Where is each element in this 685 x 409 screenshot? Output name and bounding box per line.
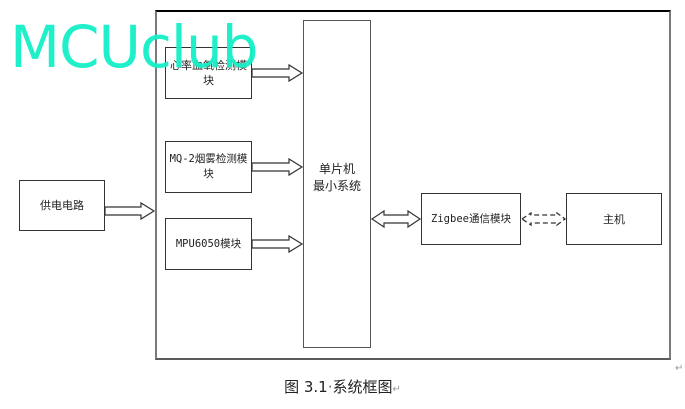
mpu6050-module: MPU6050模块 [165, 218, 252, 270]
heart-rate-spo2-module-label: 心率血氧检测模块 [170, 59, 247, 87]
power-supply-label: 供电电路 [40, 199, 84, 212]
mcu-label-line1: 单片机 [318, 162, 355, 176]
host-block: 主机 [566, 193, 662, 245]
caption-separator: · [327, 378, 333, 396]
arrow-power-to-frame [104, 201, 156, 221]
mq2-smoke-module-label: MQ-2烟雾检测模块 [169, 153, 248, 180]
figure-caption: 图 3.1·系统框图↵ [0, 376, 685, 397]
power-supply-block: 供电电路 [19, 180, 105, 231]
paragraph-mark-icon: ↵ [392, 384, 401, 395]
system-frame [155, 10, 671, 360]
zigbee-module: Zigbee通信模块 [421, 193, 521, 245]
caption-text: 系统框图 [332, 378, 393, 396]
zigbee-module-label: Zigbee通信模块 [431, 212, 511, 225]
mcu-label-line2: 最小系统 [312, 179, 361, 193]
mq2-smoke-module: MQ-2烟雾检测模块 [165, 141, 252, 193]
heart-rate-spo2-module: 心率血氧检测模块 [165, 47, 252, 99]
mpu6050-module-label: MPU6050模块 [175, 237, 242, 250]
corner-paragraph-mark-icon: ↵ [675, 363, 684, 374]
mcuclub-watermark: MCUclub [10, 13, 259, 81]
host-label: 主机 [603, 212, 625, 226]
caption-label: 图 3.1 [284, 378, 328, 396]
mcu-minimum-system: 单片机 最小系统 [303, 20, 371, 348]
